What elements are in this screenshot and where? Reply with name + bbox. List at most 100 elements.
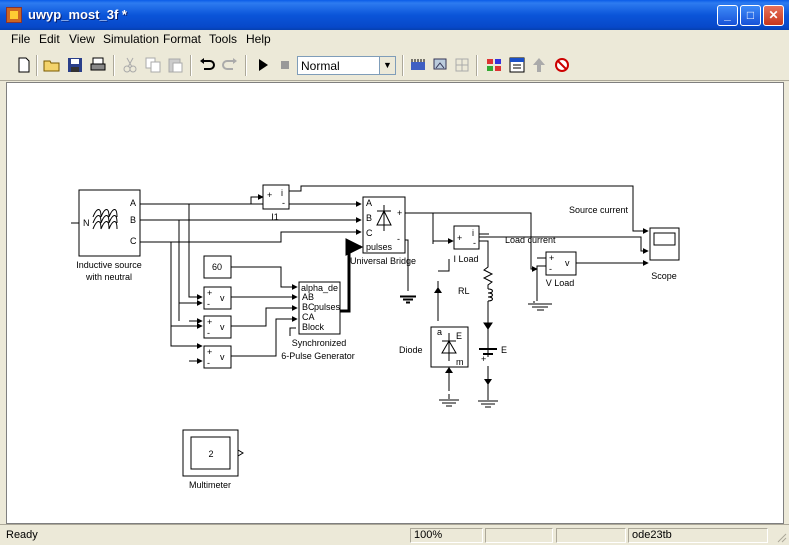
voltage-measurement-vload-block[interactable]: + - v V Load	[545, 251, 577, 288]
solver-name: ode23tb	[628, 528, 768, 543]
scope-label: Scope	[651, 271, 677, 281]
toolbar-separator	[476, 55, 478, 76]
chevron-down-icon[interactable]: ▼	[379, 57, 395, 74]
close-button[interactable]: ✕	[763, 5, 784, 26]
diode-block[interactable]: E m a Diode	[399, 287, 469, 373]
multimeter-block[interactable]: 2 Multimeter	[182, 429, 244, 490]
inductive-source-label: Inductive source	[76, 260, 142, 270]
new-model-icon[interactable]	[15, 56, 33, 74]
bridge-port-b: B	[366, 213, 372, 223]
minimize-button[interactable]: _	[717, 5, 738, 26]
multimeter-value: 2	[208, 449, 213, 459]
menu-format[interactable]: Format	[163, 32, 202, 46]
title-bar[interactable]: uwyp_most_3f * _ □ ✕	[0, 0, 789, 30]
menu-view[interactable]: View	[69, 32, 95, 46]
bridge-port-minus: -	[397, 234, 400, 244]
status-text: Ready	[6, 529, 38, 541]
status-cell-empty-2	[556, 528, 626, 543]
stop-icon[interactable]	[276, 56, 294, 74]
simulink-icon	[6, 7, 22, 23]
svg-text:-: -	[207, 299, 210, 309]
svg-text:v: v	[220, 293, 225, 303]
load-current-signal-label: Load current	[505, 235, 556, 245]
pulse-generator-sublabel: 6-Pulse Generator	[281, 351, 355, 361]
constant-60-block[interactable]: 60	[203, 255, 232, 279]
svg-text:v: v	[220, 322, 225, 332]
save-icon[interactable]	[66, 56, 84, 74]
vload-label: V Load	[546, 278, 575, 288]
inductive-source-block[interactable]: N A B C Inductive source with neutral	[71, 189, 142, 282]
i1-i-port: i	[281, 188, 283, 198]
library-browser-icon[interactable]	[485, 56, 503, 74]
go-to-parent-icon[interactable]	[530, 56, 548, 74]
menu-simulation[interactable]: Simulation	[103, 32, 160, 46]
pulse-port-block: Block	[302, 322, 325, 332]
svg-text:+: +	[207, 347, 212, 357]
open-folder-icon[interactable]	[43, 56, 61, 74]
bridge-port-a: A	[366, 198, 372, 208]
menu-bar: File Edit View Simulation Format Tools H…	[0, 30, 789, 49]
i1-label: I1	[271, 212, 279, 222]
maximize-button[interactable]: □	[740, 5, 761, 26]
e-label: E	[501, 345, 507, 355]
pulse-port-bc: BC	[302, 302, 315, 312]
svg-text:-: -	[207, 328, 210, 338]
rl-label: RL	[458, 286, 470, 296]
toolbar-separator	[402, 55, 404, 76]
current-measurement-iload-block[interactable]: + i - I Load	[453, 225, 480, 264]
bridge-port-plus: +	[397, 208, 402, 218]
resize-grip-icon[interactable]	[775, 531, 787, 543]
menu-tools[interactable]: Tools	[209, 32, 238, 46]
window-title: uwyp_most_3f *	[28, 7, 127, 22]
menu-help[interactable]: Help	[246, 32, 271, 46]
menu-file[interactable]: File	[11, 32, 31, 46]
port-n-label: N	[83, 218, 90, 228]
scope-block[interactable]: Scope	[649, 227, 680, 281]
menu-edit[interactable]: Edit	[39, 32, 60, 46]
iload-label: I Load	[453, 254, 478, 264]
cut-icon[interactable]	[121, 56, 139, 74]
paste-icon[interactable]	[166, 56, 184, 74]
model-explorer-icon[interactable]	[508, 56, 526, 74]
status-bar: Ready 100% ode23tb	[0, 524, 789, 545]
port-b-label: B	[130, 215, 136, 225]
diode-port-e: E	[456, 331, 462, 341]
copy-icon[interactable]	[144, 56, 162, 74]
simulation-mode-select[interactable]: Normal ▼	[297, 56, 396, 75]
toolbar-separator	[113, 55, 115, 76]
minimize-icon: _	[724, 8, 731, 22]
redo-icon[interactable]	[221, 56, 239, 74]
undo-icon[interactable]	[198, 56, 216, 74]
pulse-generator-block[interactable]: alpha_de AB BC pulses CA Block Synchroni…	[281, 281, 355, 361]
signal-lines	[140, 185, 649, 396]
print-icon[interactable]	[89, 56, 107, 74]
pulse-generator-label: Synchronized	[292, 338, 347, 348]
rl-branch-block[interactable]: RL	[458, 259, 494, 330]
universal-bridge-block[interactable]: A B C pulses + - Universal Bridge	[350, 196, 416, 266]
debugger-icon[interactable]	[553, 56, 571, 74]
dc-source-e-block[interactable]: E +	[479, 345, 507, 385]
constant-value: 60	[212, 262, 222, 272]
voltage-measurement-bc-block[interactable]: + - v	[203, 315, 232, 339]
model-canvas[interactable]: N A B C Inductive source with neutral + …	[6, 82, 784, 524]
svg-text:+: +	[481, 354, 486, 364]
current-measurement-i1-block[interactable]: + i - I1	[262, 184, 290, 222]
update-diagram-icon[interactable]	[431, 56, 449, 74]
svg-text:+: +	[549, 253, 554, 263]
svg-text:v: v	[220, 352, 225, 362]
status-cell-empty-1	[485, 528, 553, 543]
debug-icon[interactable]	[453, 56, 471, 74]
diode-label: Diode	[399, 345, 423, 355]
block-diagram: N A B C Inductive source with neutral + …	[71, 184, 680, 490]
source-current-signal-label: Source current	[569, 205, 629, 215]
pulse-port-ca: CA	[302, 312, 315, 322]
svg-text:-: -	[549, 264, 552, 274]
build-icon[interactable]	[409, 56, 427, 74]
close-icon: ✕	[768, 8, 779, 22]
voltage-measurement-ca-block[interactable]: + - v	[203, 345, 232, 369]
voltage-measurement-ab-block[interactable]: + - v	[203, 286, 232, 310]
run-icon[interactable]	[254, 56, 272, 74]
vload-v-port: v	[565, 258, 570, 268]
port-a-label: A	[130, 198, 136, 208]
